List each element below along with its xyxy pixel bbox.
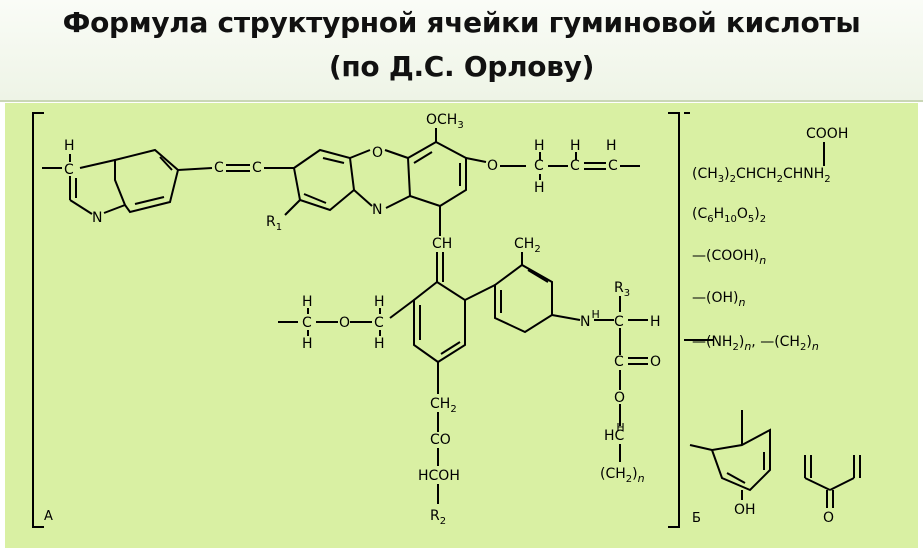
atom-c-left: C xyxy=(302,315,312,331)
atom-c-mid: C xyxy=(374,315,384,331)
atom-c-side-2: C xyxy=(570,158,580,174)
atom-n-ring: N xyxy=(372,202,382,218)
nh2-ch2-groups: —(NH2)n, —(CH2)n xyxy=(692,334,819,353)
leucine-formula: (CH3)2CHCH2CHNH2 xyxy=(692,166,831,185)
cooh-group: —(COOH)n xyxy=(692,248,766,267)
keto-o-label: O xyxy=(823,510,834,526)
panel-b-label: Б xyxy=(692,511,701,526)
atom-h-mid-1: H xyxy=(374,294,385,310)
panel-a-label: А xyxy=(44,509,53,524)
atom-ch2-top: CH2 xyxy=(514,236,541,255)
atom-r3: R3 xyxy=(614,280,630,299)
atom-c-vinyl-1: C xyxy=(214,160,224,176)
atom-c-imid: C xyxy=(64,162,74,178)
bracket-a-left xyxy=(32,112,44,528)
atom-n-imid: N xyxy=(92,210,102,226)
atom-r2: R2 xyxy=(430,508,446,527)
oh-label: OH xyxy=(734,502,756,518)
atom-r1: R1 xyxy=(266,214,282,233)
atom-ch-bridge: CH xyxy=(432,236,452,252)
atom-c-r3: C xyxy=(614,314,624,330)
slide-title: Формула структурной ячейки гуминовой кис… xyxy=(62,6,861,39)
oh-group: —(OH)n xyxy=(692,290,745,309)
atom-o-ring: O xyxy=(372,145,383,161)
bracket-a-right xyxy=(668,112,680,528)
atom-och3: OCH3 xyxy=(426,112,464,131)
atom-h-left-1: H xyxy=(302,294,313,310)
atom-h-imid: H xyxy=(64,138,75,154)
atom-h-side-2: H xyxy=(534,180,545,196)
atom-h-side-1: H xyxy=(534,138,545,154)
atom-h-mid-2: H xyxy=(374,336,385,352)
atom-ch2n: (CH2)n xyxy=(600,466,645,485)
atom-o-ester-dbl: O xyxy=(650,354,661,370)
atom-o-side: O xyxy=(487,158,498,174)
atom-ch2-down: CH2 xyxy=(430,396,457,415)
atom-o-ester: O xyxy=(614,390,625,406)
atom-c-side-1: C xyxy=(534,158,544,174)
atom-o-left: O xyxy=(339,315,350,331)
atom-h-side-3: H xyxy=(570,138,581,154)
atom-hc-chain: HCH xyxy=(604,421,625,444)
title-banner: Формула структурной ячейки гуминовой кис… xyxy=(0,0,923,102)
atom-h-side-4: H xyxy=(606,138,617,154)
cooh-label: COOH xyxy=(806,126,848,142)
slide-subtitle: (по Д.С. Орлову) xyxy=(328,50,595,83)
atom-c-vinyl-2: C xyxy=(252,160,262,176)
glucose-formula: (C6H10O5)2 xyxy=(692,206,766,225)
atom-h-left-2: H xyxy=(302,336,313,352)
atom-c-side-3: C xyxy=(608,158,618,174)
atom-h-r3: H xyxy=(650,314,661,330)
atom-nh: NH xyxy=(580,308,600,330)
atom-co: CO xyxy=(430,432,451,448)
atom-hcoh: HCOH xyxy=(418,468,460,484)
atom-c-ester: C xyxy=(614,354,624,370)
